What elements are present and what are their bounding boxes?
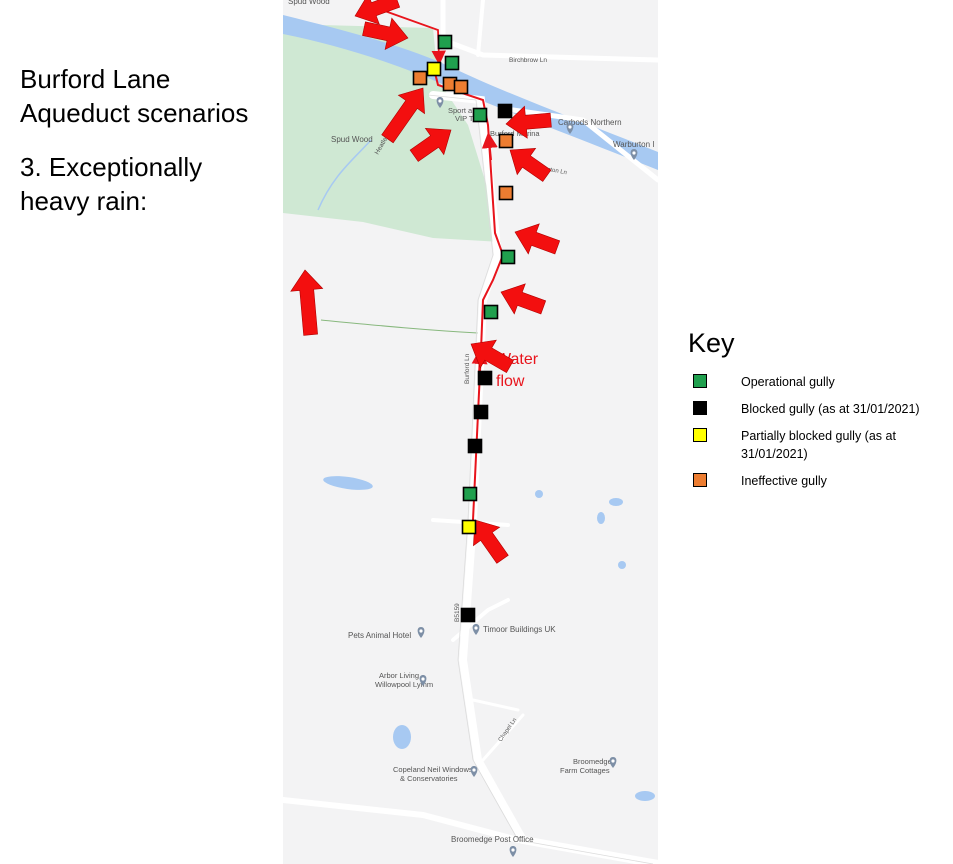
- place-label-broomedge-farm-1: Broomedge: [573, 757, 612, 766]
- gully-operational[interactable]: [483, 304, 499, 320]
- pond: [635, 791, 655, 801]
- key-swatch-ineffective: [693, 473, 707, 487]
- runoff-arrow-icon: [354, 0, 401, 25]
- gully-partially-blocked[interactable]: [461, 519, 477, 535]
- key-item-blocked: Blocked gully (as at 31/01/2021): [688, 400, 948, 418]
- place-label-spud-wood-top: Spud Wood: [288, 0, 330, 6]
- key-label-ineffective: Ineffective gully: [741, 474, 827, 488]
- map-pin-icon[interactable]: [417, 627, 425, 638]
- title-block: Burford Lane Aqueduct scenarios 3. Excep…: [20, 62, 248, 218]
- key-title: Key: [688, 328, 735, 358]
- flow-arrow-icon: [481, 132, 498, 161]
- road-label-burford-ln: Burford Ln: [464, 353, 471, 384]
- key-swatch-operational: [693, 374, 707, 388]
- gully-blocked[interactable]: [467, 438, 483, 454]
- place-label-vip: VIP T: [455, 114, 474, 123]
- pond: [597, 512, 605, 524]
- key-item-partially-blocked: Partially blocked gully (as at 31/01/202…: [688, 427, 948, 463]
- key-label-operational: Operational gully: [741, 375, 835, 389]
- gully-ineffective[interactable]: [453, 79, 469, 95]
- canal: [283, 15, 658, 170]
- runoff-arrow-icon: [509, 148, 552, 182]
- place-label-broomedge-po: Broomedge Post Office: [451, 835, 534, 844]
- key-item-operational: Operational gully: [688, 373, 948, 391]
- map-key: Key Operational gully Blocked gully (as …: [688, 328, 948, 499]
- map-pin-icon[interactable]: [436, 97, 444, 108]
- map-pin-icon[interactable]: [509, 846, 517, 857]
- place-label-arbor-1: Arbor Living: [379, 671, 419, 680]
- stream: [320, 319, 479, 334]
- water-flow-label-2: flow: [496, 373, 525, 390]
- road-label-b5159: B5159: [454, 603, 461, 622]
- gully-ineffective[interactable]: [498, 133, 514, 149]
- runoff-arrows: [290, 0, 561, 564]
- place-label-timoor: Timoor Buildings UK: [483, 625, 556, 634]
- runoff-arrow-icon: [470, 339, 514, 374]
- gully-operational[interactable]: [462, 486, 478, 502]
- place-label-copeland-1: Copeland Neil Windows: [393, 765, 473, 774]
- map-pin-icon[interactable]: [609, 757, 617, 768]
- gully-blocked[interactable]: [460, 607, 476, 623]
- gully-operational[interactable]: [500, 249, 516, 265]
- place-label-spud-wood: Spud Wood: [331, 135, 373, 144]
- pond: [323, 476, 373, 490]
- place-label-copeland-2: & Conservatories: [400, 774, 458, 783]
- gully-ineffective[interactable]: [412, 70, 428, 86]
- road-label-birchbrow-ln: Birchbrow Ln: [509, 57, 547, 64]
- key-label-blocked: Blocked gully (as at 31/01/2021): [741, 402, 920, 416]
- gully-ineffective[interactable]: [498, 185, 514, 201]
- gully-operational[interactable]: [472, 107, 488, 123]
- pond: [535, 490, 543, 498]
- map-pin-icon[interactable]: [470, 766, 478, 777]
- place-label-arbor-2: Willowpool Lymm: [375, 680, 433, 689]
- place-label-pets-hotel: Pets Animal Hotel: [348, 631, 411, 640]
- pond: [618, 561, 626, 569]
- runoff-arrow-icon: [500, 283, 547, 315]
- key-item-ineffective: Ineffective gully: [688, 472, 948, 490]
- place-label-warburton: Warburton I: [613, 140, 655, 149]
- key-label-partially-blocked: Partially blocked gully (as at 31/01/202…: [741, 429, 896, 461]
- runoff-arrow-icon: [362, 17, 409, 51]
- runoff-arrow-icon: [381, 87, 425, 144]
- map-pin-icon[interactable]: [419, 675, 427, 686]
- map-pin-icon[interactable]: [630, 149, 638, 160]
- runoff-arrow-icon: [409, 128, 452, 162]
- title-line-2: Aqueduct scenarios: [20, 98, 249, 128]
- runoff-arrow-icon: [505, 105, 552, 139]
- runoff-arrow-icon: [290, 269, 324, 336]
- runoff-arrow-icon: [514, 223, 561, 255]
- key-swatch-partially-blocked: [693, 428, 707, 442]
- key-swatch-blocked: [693, 401, 707, 415]
- runoff-arrow-icon: [473, 519, 509, 564]
- place-label-burford-marina: Burford Marina: [490, 129, 540, 138]
- map-pins: [417, 97, 638, 857]
- gully-markers[interactable]: [412, 34, 516, 623]
- stream: [317, 139, 372, 211]
- scenario-line-1: 3. Exceptionally: [20, 152, 203, 182]
- place-label-broomedge-farm-2: Farm Cottages: [560, 766, 610, 775]
- scenario-line-2: heavy rain:: [20, 186, 148, 216]
- pond: [609, 498, 623, 506]
- gully-operational[interactable]: [437, 34, 453, 50]
- place-label-carbods: Carbods Northern: [558, 118, 622, 127]
- map-pin-icon[interactable]: [472, 624, 480, 635]
- gully-operational[interactable]: [444, 55, 460, 71]
- place-label-sport-venue: Sport a: [448, 106, 473, 115]
- gully-blocked[interactable]: [473, 404, 489, 420]
- gully-blocked[interactable]: [477, 370, 493, 386]
- gully-partially-blocked[interactable]: [426, 61, 442, 77]
- map-pin-icon[interactable]: [566, 123, 574, 134]
- title-line-1: Burford Lane: [20, 64, 171, 94]
- pond: [393, 725, 411, 749]
- gully-blocked[interactable]: [497, 103, 513, 119]
